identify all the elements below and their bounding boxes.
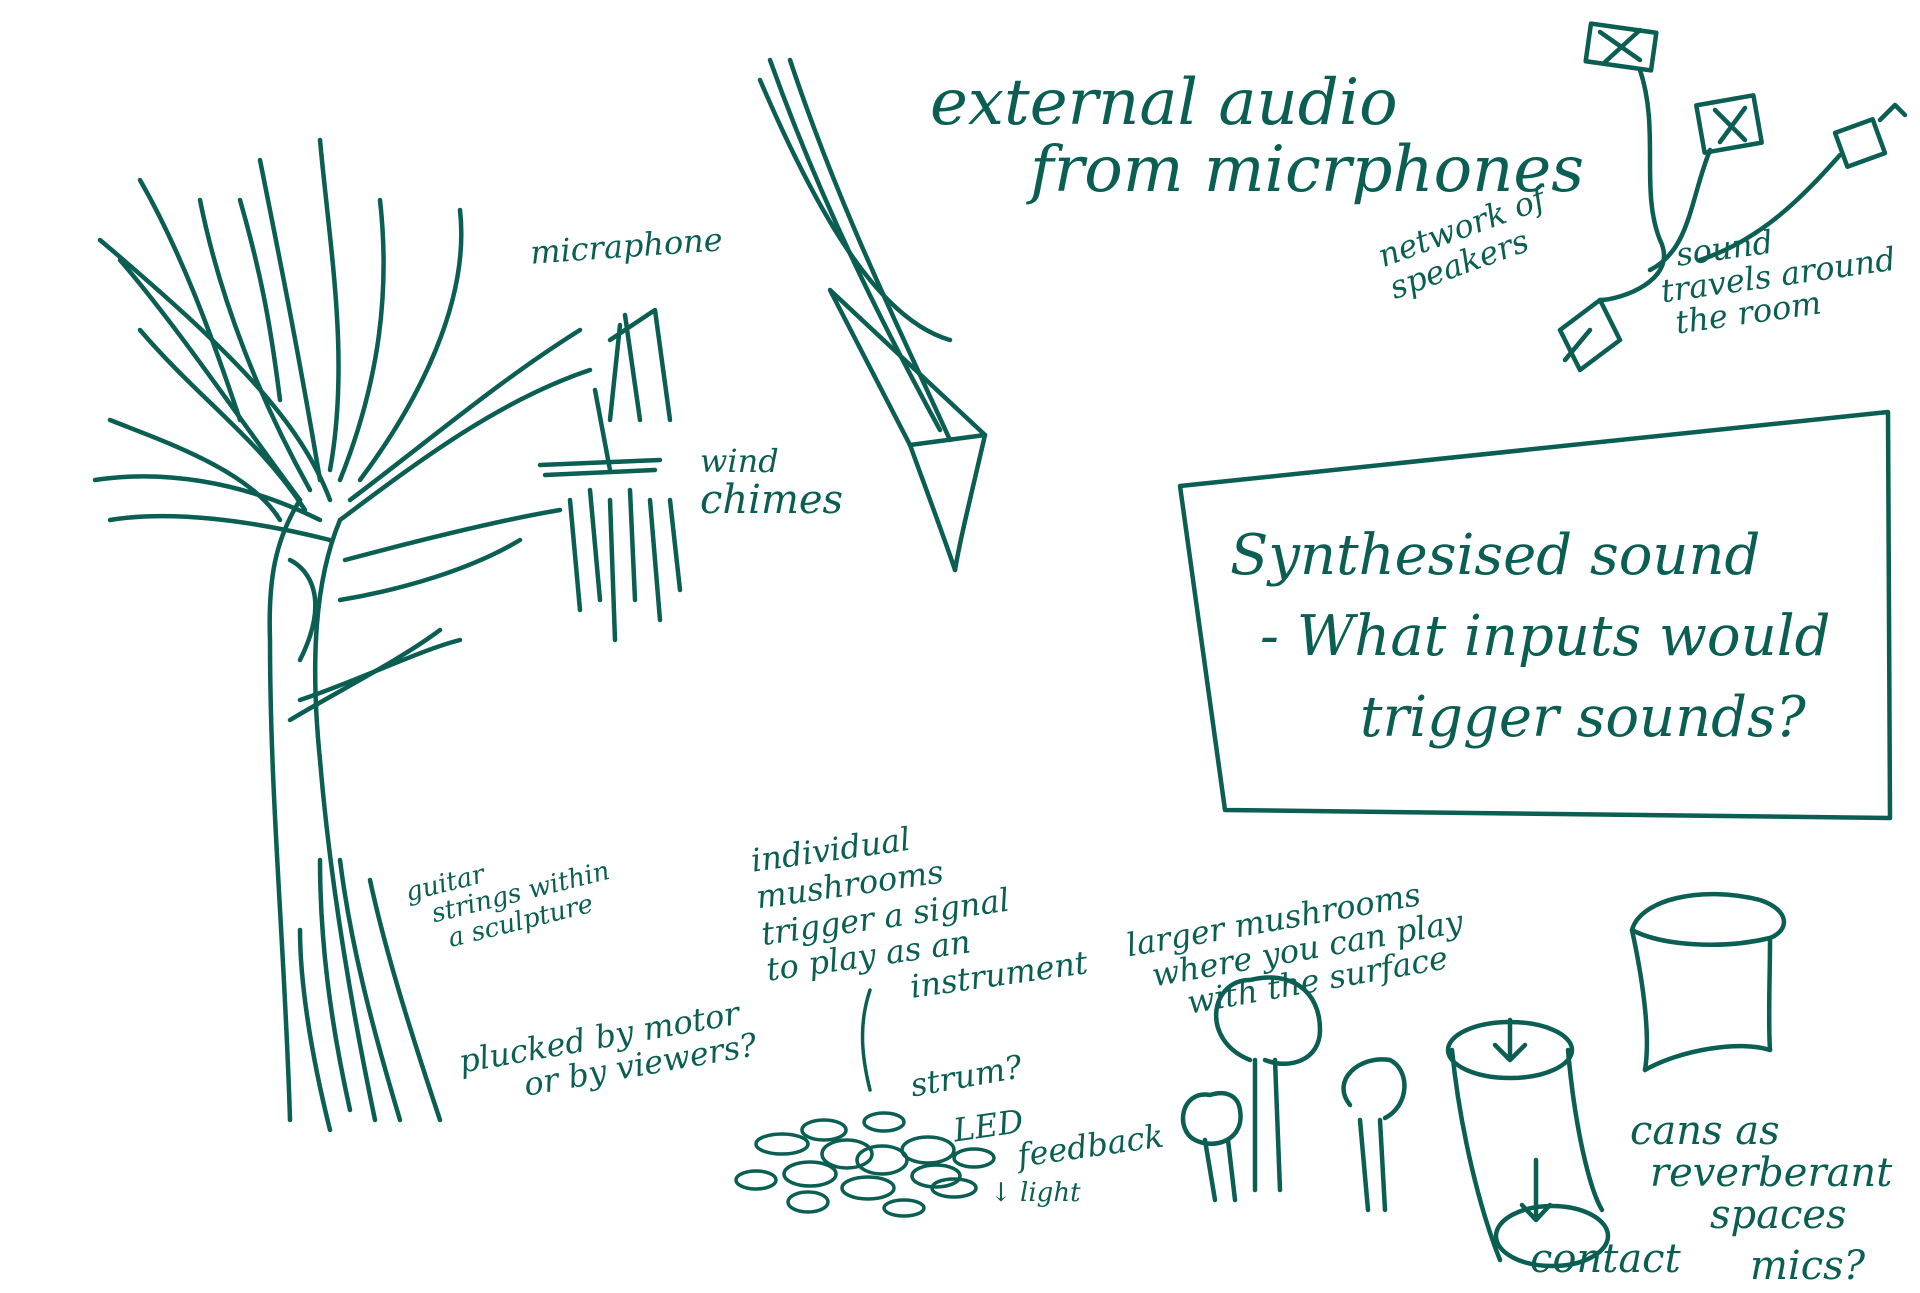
mushroom-cluster-sketch-icon [734, 988, 996, 1218]
wind-chimes-line2: chimes [700, 476, 844, 523]
speaker-network-sketch-icon [1557, 21, 1908, 373]
wind-chimes-note: wind chimes [700, 442, 844, 523]
wind-chimes-sketch-icon [537, 307, 683, 643]
external-audio-note: external audio from micrphones [930, 66, 1585, 208]
synth-line2: - What inputs would [1260, 604, 1831, 670]
synth-line1: Synthesised sound [1230, 523, 1761, 588]
external-audio-line1: external audio [930, 66, 1398, 140]
down-arrow-sketch-icon [757, 57, 988, 573]
cans-line1: cans as [1630, 1108, 1780, 1154]
synth-box-text: Synthesised sound - What inputs would tr… [1230, 515, 1830, 759]
cans-note: cans as reverberant spaces [1630, 1110, 1892, 1236]
contact-note: contact [1530, 1236, 1681, 1282]
external-audio-line2: from micrphones [1030, 133, 1585, 208]
can-sketch-icon [1445, 891, 1787, 1269]
light-note: ↓ light [990, 1178, 1081, 1208]
cans-line3: spaces [1710, 1192, 1847, 1238]
synth-line3: trigger sounds? [1360, 685, 1806, 751]
tree-sketch-icon [92, 137, 593, 1133]
wind-chimes-line1: wind [700, 442, 779, 480]
mics-note: mics? [1750, 1243, 1866, 1289]
synth-box-border [1177, 409, 1893, 821]
cans-line2: reverberant [1650, 1150, 1893, 1196]
mushroom-sketch-icon [1180, 975, 1407, 1213]
